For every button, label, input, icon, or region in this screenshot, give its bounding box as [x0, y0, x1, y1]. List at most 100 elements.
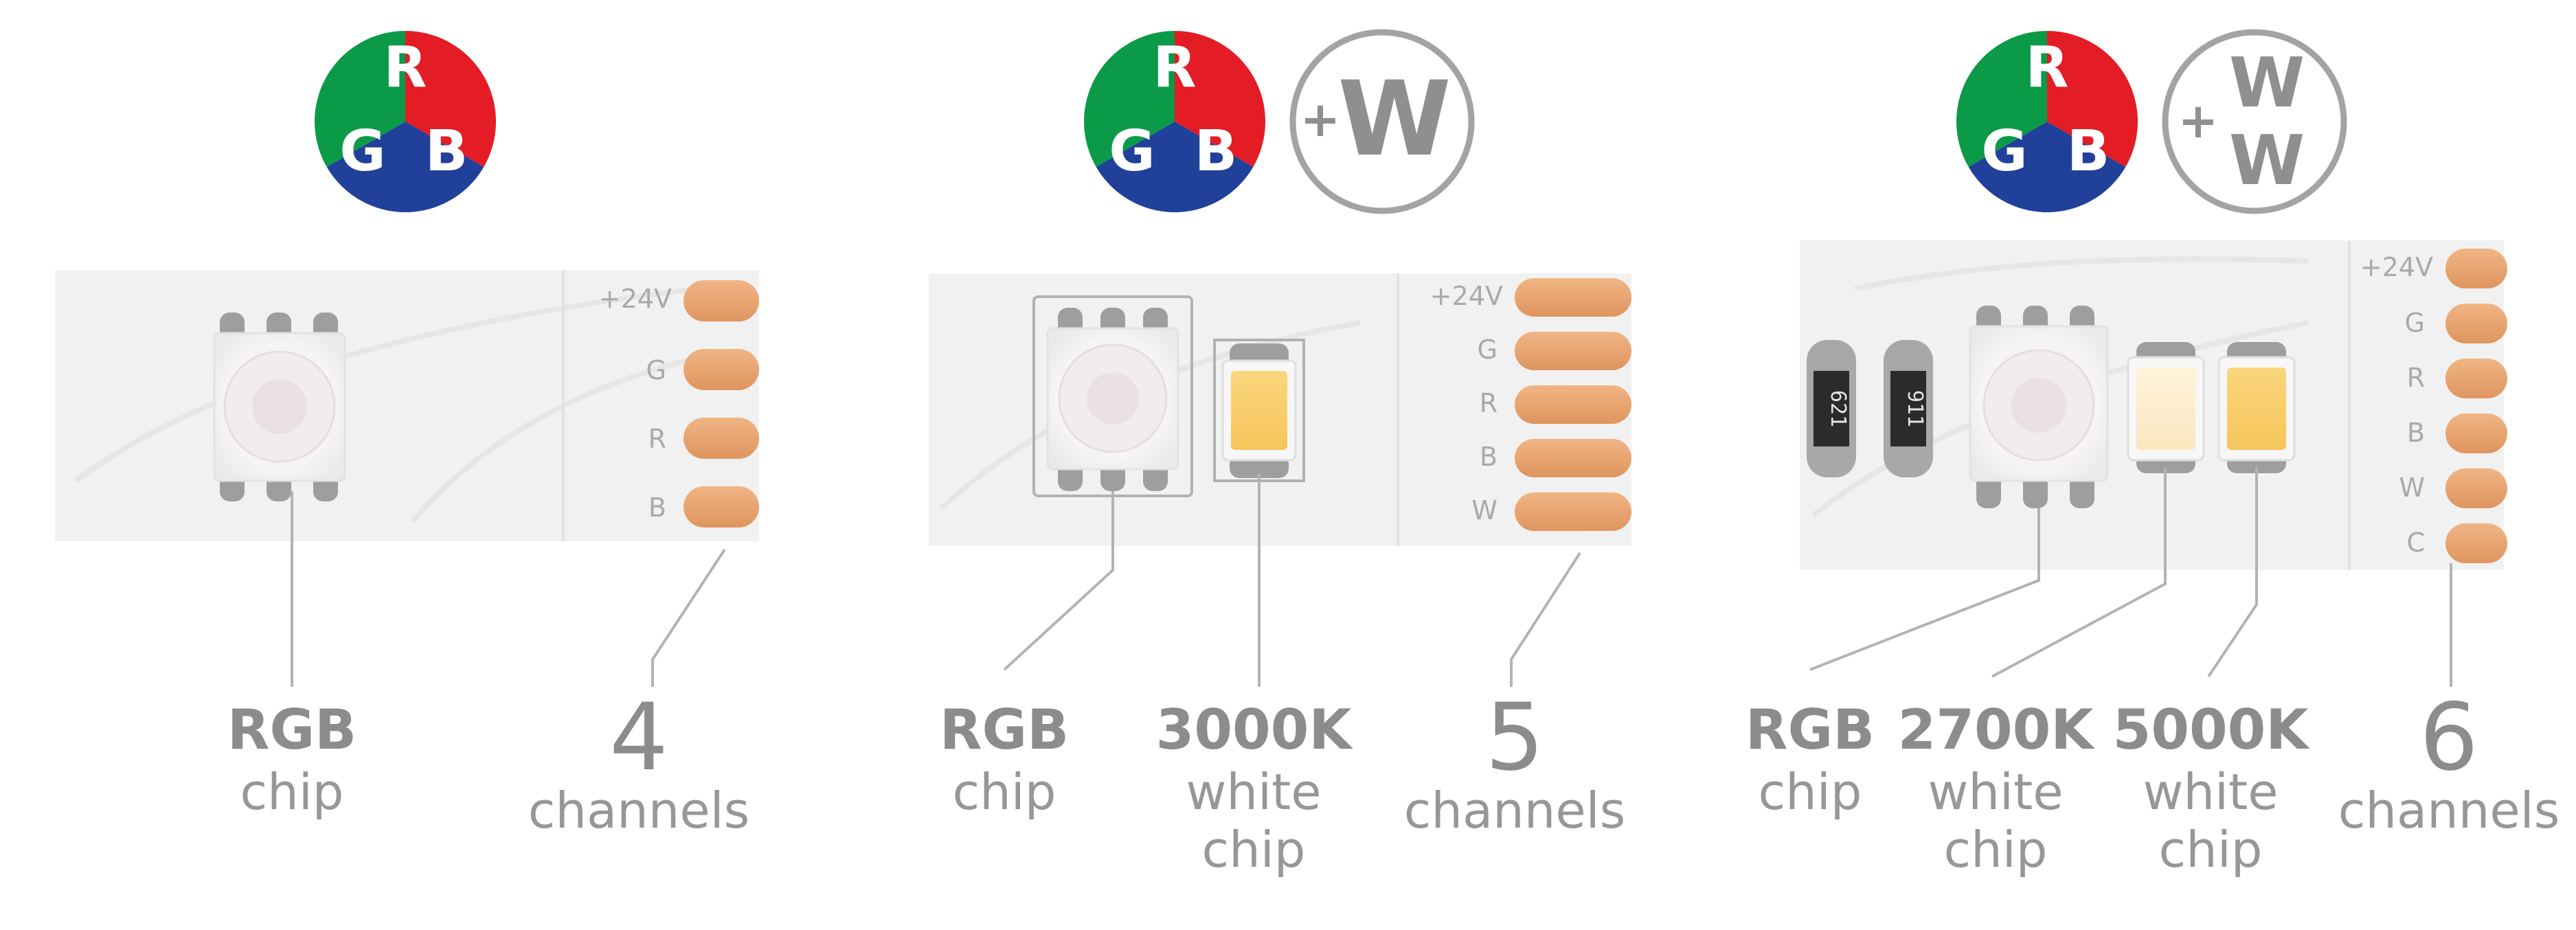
channel-word: channels [2338, 782, 2560, 839]
channel-count: 4 [609, 683, 668, 791]
strip-board [55, 270, 759, 541]
panel-rgbww: R G B + W W +24V G R B [1745, 29, 2560, 878]
pad-label-r: R [648, 424, 666, 454]
badge-letter-r: R [1153, 35, 1196, 100]
pad-label-r: R [2407, 363, 2425, 393]
channel-count: 5 [1485, 683, 1544, 791]
led-strip: +24V G R B W C 621 911 [1800, 240, 2507, 570]
channel-word: channels [528, 782, 749, 839]
pad-label-c: C [2406, 528, 2425, 558]
rgb-badge: R G B [1084, 31, 1265, 212]
badge-red-sector [405, 31, 496, 167]
chip-label-name: 2700K [1898, 698, 2096, 762]
white-badge: + W [1289, 29, 1475, 214]
leader-line-channels [651, 548, 726, 687]
copper-pad [683, 280, 759, 321]
chip-label-desc: chip [1202, 821, 1306, 878]
resistor-label: 621 [1826, 390, 1850, 427]
copper-pad [1515, 332, 1631, 370]
copper-pad [1515, 439, 1631, 477]
copper-pad [683, 349, 759, 390]
copper-pad [2445, 468, 2507, 508]
badge-green-sector [1956, 31, 2047, 167]
chip-label-name: RGB [1745, 698, 1875, 762]
leader-line-rgb-chip [1809, 508, 2040, 671]
badge-red-sector [2047, 31, 2138, 167]
pad-label-g: G [2405, 308, 2425, 338]
chip-label-name: RGB [227, 698, 357, 762]
pad-label-24v: +24V [2360, 252, 2433, 282]
leader-line-5000k-chip [2207, 467, 2258, 678]
white-led-chip-3000k [1213, 339, 1305, 482]
white-badge-letter: W [2229, 120, 2305, 201]
rgb-led-chip [1032, 295, 1193, 497]
copper-pad [2445, 249, 2507, 288]
copper-pad [1515, 278, 1631, 317]
chip-label-desc: white [2143, 763, 2278, 821]
pad-label-r: R [1480, 388, 1498, 418]
chip-label-desc: chip [2159, 821, 2263, 878]
copper-pads [683, 280, 759, 528]
copper-pad [2445, 523, 2507, 563]
chip-label-desc: white [1928, 763, 2063, 821]
badge-blue-sector [1096, 122, 1254, 212]
chip-label-desc: chip [1759, 763, 1862, 821]
badge-red-sector [1175, 31, 1265, 167]
pad-label-24v: +24V [599, 284, 672, 314]
panel-rgb: R G B +24V G R B [55, 31, 759, 839]
pad-label-g: G [646, 355, 666, 385]
copper-pads [1515, 278, 1631, 531]
copper-pad [2445, 304, 2507, 343]
copper-pad [2445, 359, 2507, 398]
pad-label-b: B [1480, 442, 1498, 472]
led-strip: +24V G R B [55, 270, 759, 541]
badge-green-sector [315, 31, 405, 167]
white-badge-plus: + [2178, 93, 2219, 149]
rgb-badge: R G B [315, 31, 496, 212]
white-led-chip-2700k [2127, 342, 2205, 473]
badge-letter-g: G [1981, 119, 2027, 184]
badge-blue-sector [1968, 122, 2126, 212]
chip-label-desc: chip [1944, 821, 2048, 878]
resistor-label: 911 [1903, 390, 1927, 427]
badge-letter-g: G [339, 119, 385, 184]
chip-label-name: 3000K [1156, 698, 1354, 762]
pad-label-w: W [2399, 473, 2425, 503]
rgb-badge: R G B [1956, 31, 2138, 212]
badge-letter-b: B [425, 119, 468, 184]
resistor: 911 [1884, 340, 1933, 477]
white-badge-plus: + [1300, 91, 1341, 148]
copper-pad [683, 486, 759, 528]
leader-line-channels [1510, 552, 1581, 687]
chip-label-desc: white [1186, 763, 1321, 821]
copper-pad [1515, 385, 1631, 424]
badge-letter-g: G [1109, 119, 1155, 184]
badge-letter-b: B [1195, 119, 1238, 184]
badge-letter-b: B [2067, 119, 2110, 184]
badge-green-sector [1084, 31, 1175, 167]
pad-label-b: B [648, 492, 666, 523]
panel-rgbw: R G B + W +24V G R B W [929, 29, 1631, 878]
dual-white-badge: + W W [2162, 29, 2347, 214]
channel-count: 6 [2419, 683, 2478, 791]
pad-label-w: W [1471, 495, 1498, 525]
led-strip: +24V G R B W [929, 273, 1631, 546]
rgb-led-chip [1969, 306, 2109, 508]
pad-label-24v: +24V [1430, 281, 1503, 311]
badge-blue-sector [326, 122, 484, 212]
copper-pad [683, 418, 759, 459]
rgb-led-chip [213, 313, 346, 501]
white-badge-letter: W [1337, 60, 1451, 179]
pad-label-b: B [2407, 418, 2425, 448]
chip-label-name: RGB [940, 698, 1069, 762]
leader-line-2700k-chip [1991, 467, 2167, 678]
chip-label-desc: chip [953, 763, 1057, 821]
chip-label-name: 5000K [2113, 698, 2311, 762]
white-badge-letter: W [2229, 43, 2305, 123]
channel-word: channels [1404, 782, 1625, 839]
white-led-chip-5000k [2217, 342, 2296, 473]
copper-pad [1515, 492, 1631, 531]
pad-label-g: G [1478, 334, 1498, 365]
badge-letter-r: R [2025, 35, 2068, 100]
